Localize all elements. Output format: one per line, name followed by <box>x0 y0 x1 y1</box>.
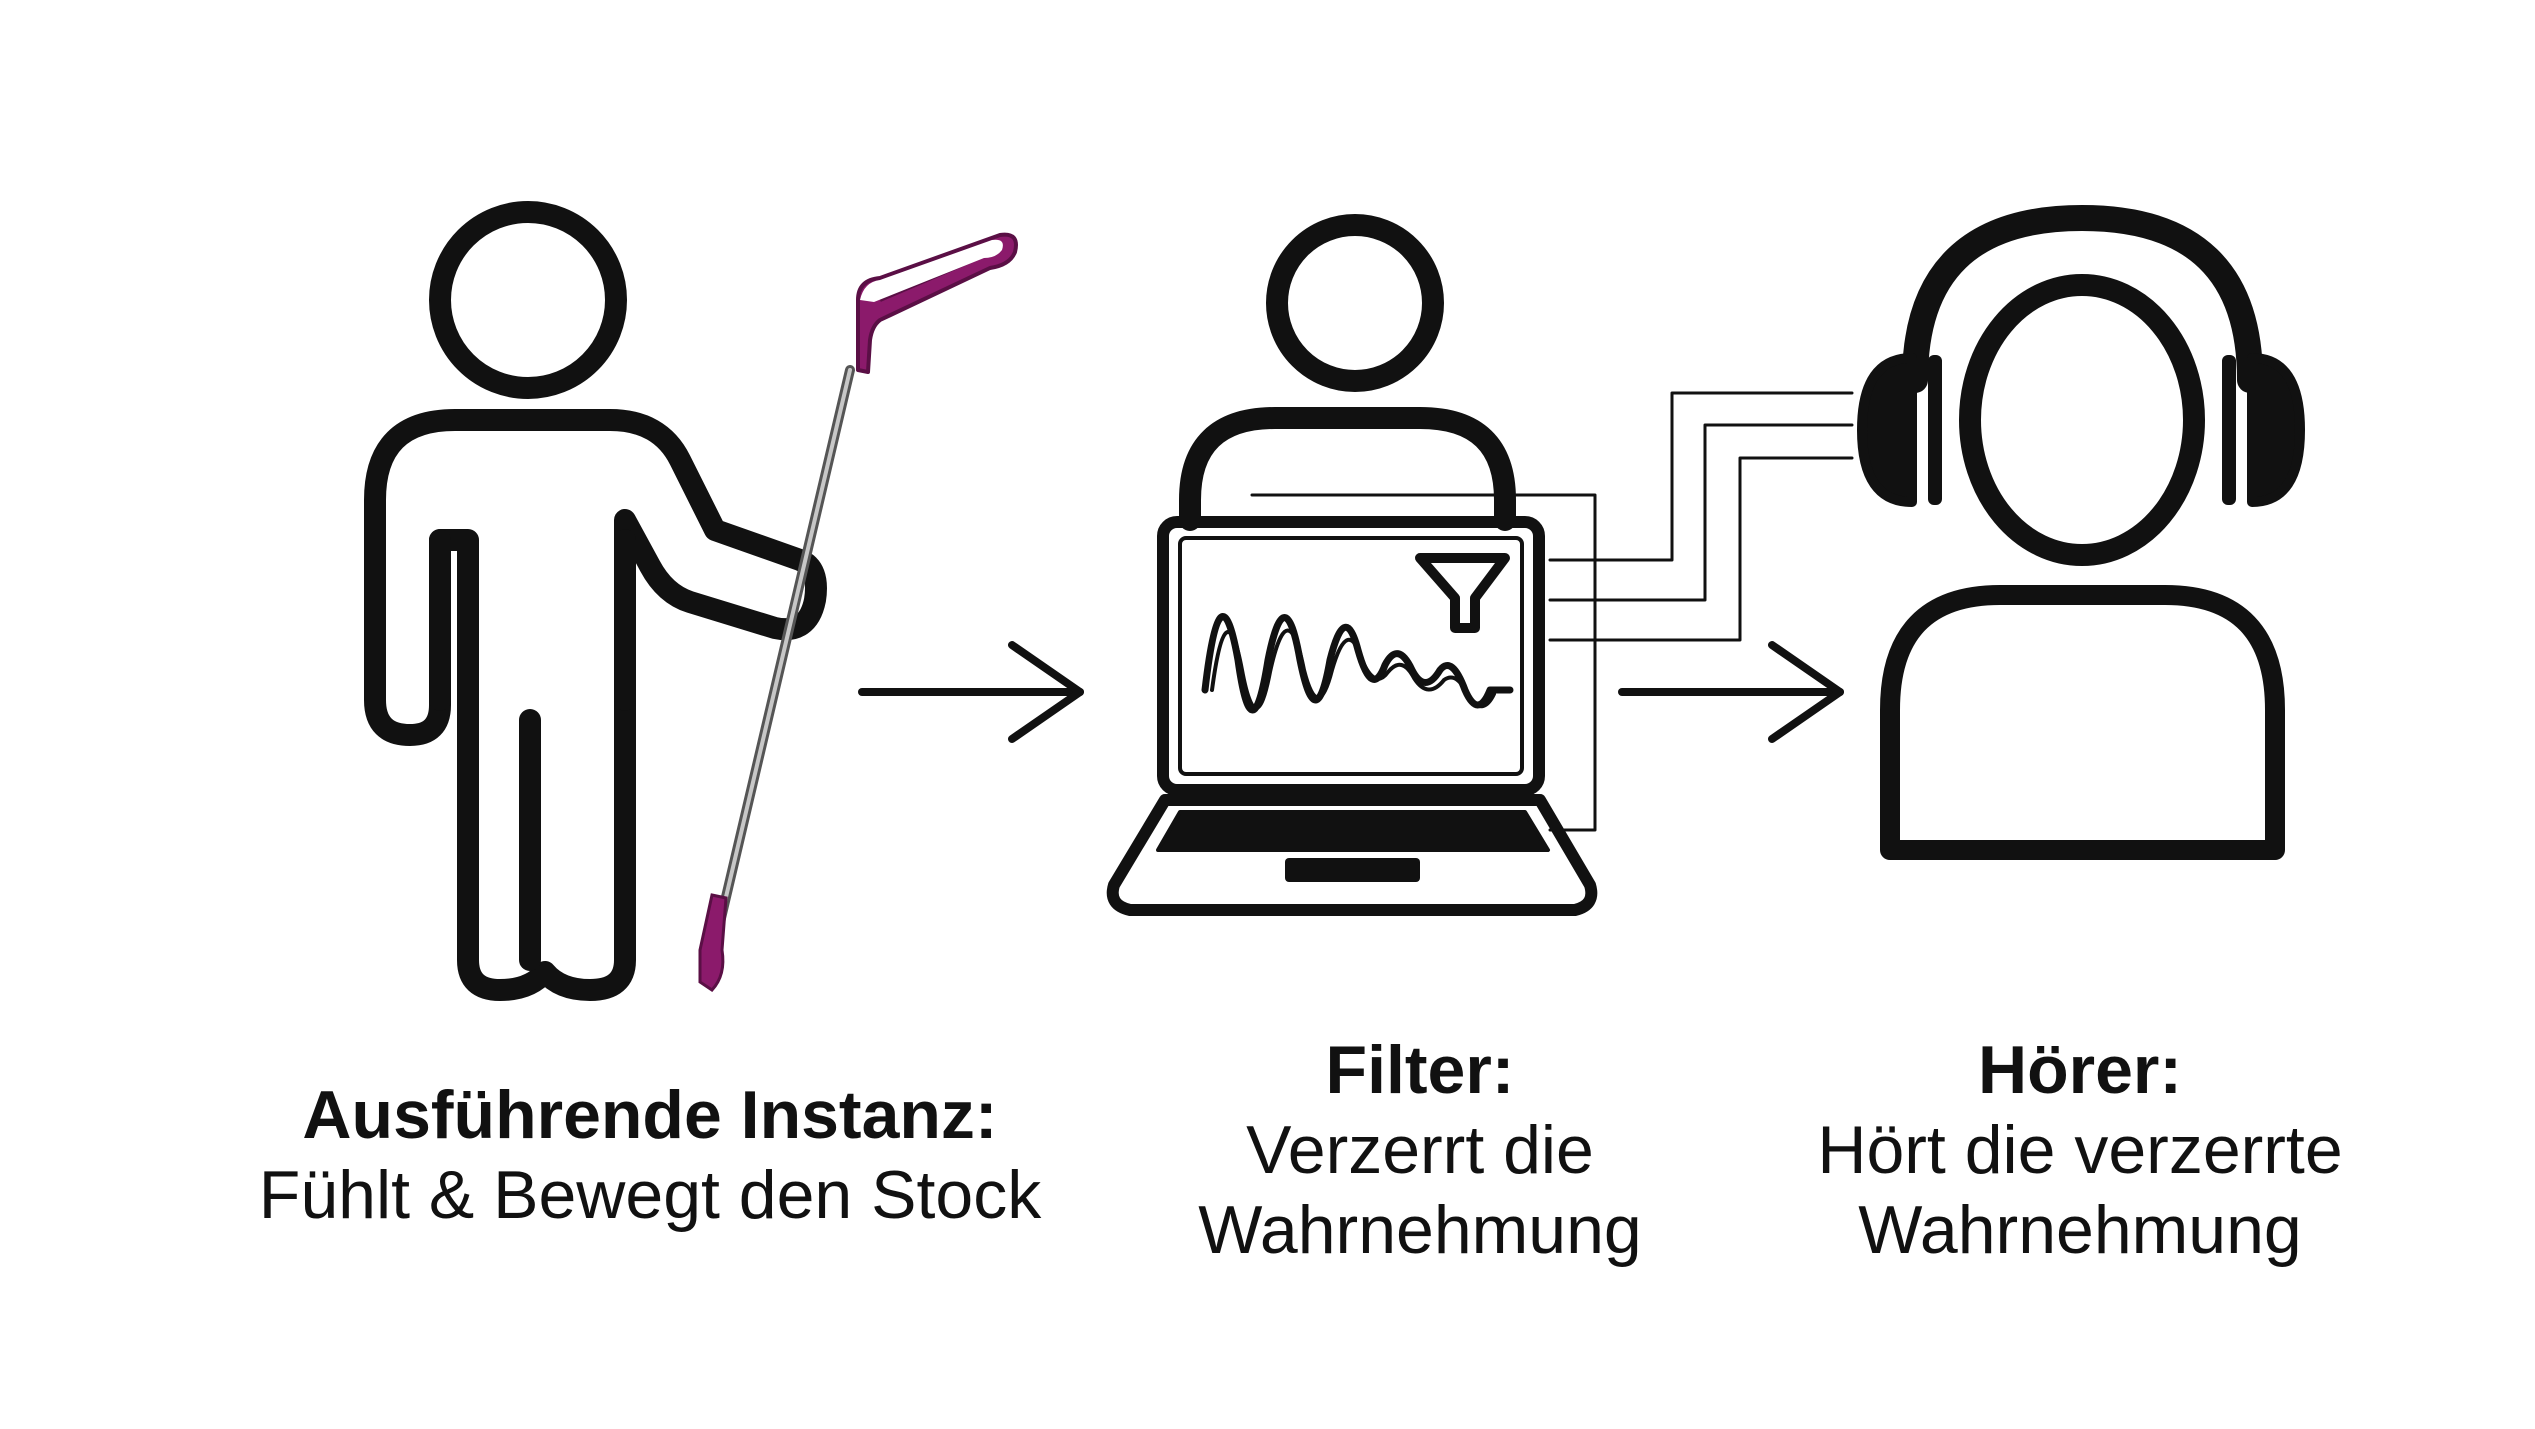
listener-description-line-1: Hört die verzerrte <box>1817 1112 2343 1189</box>
headphone-band <box>1902 205 2263 393</box>
listener-description-line-2: Wahrnehmung <box>1858 1192 2302 1269</box>
filter-head <box>1266 214 1444 392</box>
laptop-keyboard <box>1156 810 1550 852</box>
performer-caption: Ausführende Instanz: Fühlt & Bewegt den … <box>170 1075 1130 1235</box>
performer-description: Fühlt & Bewegt den Stock <box>258 1157 1042 1234</box>
funnel-icon <box>1415 553 1510 633</box>
laptop-trackpad <box>1285 858 1420 882</box>
filter-description-line-1: Verzerrt die <box>1246 1112 1594 1189</box>
cable-lines <box>1250 391 1854 832</box>
waveform-icon <box>1201 613 1514 714</box>
filter-caption: Filter: Verzerrt die Wahrnehmung <box>1080 1030 1760 1271</box>
person-with-cane-icon <box>364 201 827 1001</box>
listener-body <box>1880 585 2285 860</box>
performer-body <box>364 409 827 1001</box>
listener-caption: Hörer: Hört die verzerrte Wahrnehmung <box>1740 1030 2420 1271</box>
cane-icon <box>698 232 1018 992</box>
person-with-laptop-icon <box>1106 214 1854 916</box>
performer-head <box>429 201 627 399</box>
filter-shoulders <box>1179 407 1516 531</box>
listener-head <box>1959 274 2205 566</box>
performer-title: Ausführende Instanz: <box>302 1077 998 1153</box>
listener-title: Hörer: <box>1977 1032 2183 1108</box>
headphone-right-cup <box>2247 353 2305 507</box>
arrow-right-icon <box>1618 641 1844 743</box>
filter-description-line-2: Wahrnehmung <box>1198 1192 1642 1269</box>
cane-tip <box>698 893 728 992</box>
person-with-headphones-icon <box>1857 205 2305 860</box>
filter-title: Filter: <box>1325 1032 1515 1108</box>
laptop-screen <box>1157 516 1545 796</box>
headphone-left-cup <box>1857 353 1917 507</box>
arrow-right-icon <box>858 641 1084 743</box>
